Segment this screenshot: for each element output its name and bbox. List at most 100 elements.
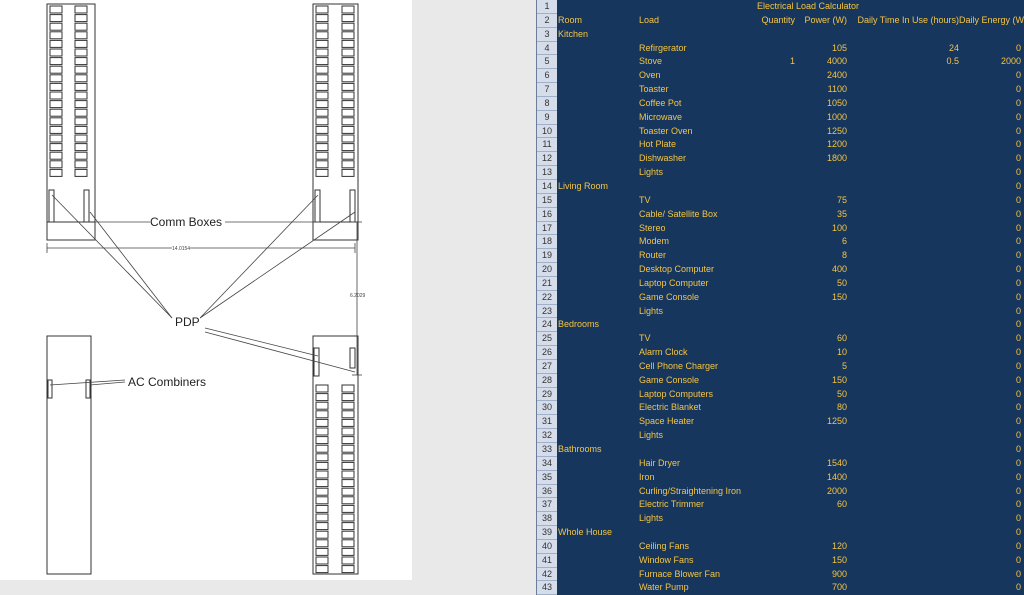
load-cell[interactable]: Space Heater	[639, 416, 695, 427]
energy-cell[interactable]: 0	[1015, 236, 1021, 247]
energy-cell[interactable]: 0	[1015, 194, 1021, 205]
energy-cell[interactable]: 0	[1015, 374, 1021, 385]
table-row[interactable]: Lights 0	[557, 429, 1024, 443]
energy-cell[interactable]: 0	[1015, 139, 1021, 150]
row-number[interactable]: 2	[537, 13, 557, 28]
energy-cell[interactable]: 0	[1015, 360, 1021, 371]
load-cell[interactable]: Lights	[639, 167, 664, 178]
table-row[interactable]: Space Heater 1250 0	[557, 415, 1024, 429]
row-number[interactable]: 27	[537, 359, 557, 374]
power-cell[interactable]: 1250	[826, 416, 847, 427]
load-cell[interactable]: Coffee Pot	[639, 97, 682, 108]
power-cell[interactable]: 1540	[826, 457, 847, 468]
load-cell[interactable]: Stove	[639, 56, 663, 67]
energy-cell[interactable]: 0	[1015, 264, 1021, 275]
power-cell[interactable]: 100	[831, 222, 847, 233]
load-cell[interactable]: Curling/Straightening Iron	[639, 485, 742, 496]
row-number[interactable]: 9	[537, 110, 557, 125]
energy-cell[interactable]: 0	[1015, 277, 1021, 288]
load-cell[interactable]: Alarm Clock	[639, 347, 688, 358]
row-number[interactable]: 39	[537, 526, 557, 540]
power-cell[interactable]: 1100	[827, 84, 847, 95]
column-header-room[interactable]: Room	[558, 14, 583, 25]
row-number[interactable]: 42	[537, 567, 557, 582]
load-cell[interactable]: Toaster Oven	[639, 125, 693, 136]
load-cell[interactable]: Game Console	[639, 291, 700, 302]
power-cell[interactable]: 120	[831, 540, 847, 551]
load-cell[interactable]: Lights	[639, 513, 664, 524]
row-number[interactable]: 13	[537, 166, 557, 180]
room-cell[interactable]: Living Room	[558, 180, 609, 191]
energy-cell[interactable]: 0	[1015, 70, 1021, 81]
energy-cell[interactable]: 0	[1015, 402, 1021, 413]
energy-cell[interactable]: 0	[1015, 319, 1021, 330]
row-number[interactable]: 24	[537, 318, 557, 333]
load-cell[interactable]: Toaster	[639, 84, 669, 95]
power-cell[interactable]: 700	[831, 582, 847, 593]
energy-cell[interactable]: 0	[1015, 84, 1021, 95]
table-row[interactable]: Bedrooms 0	[557, 318, 1024, 332]
power-cell[interactable]: 1000	[826, 111, 847, 122]
time-cell[interactable]: 24	[948, 42, 959, 53]
energy-cell[interactable]: 0	[1015, 540, 1021, 551]
load-cell[interactable]: Desktop Computer	[639, 264, 715, 275]
energy-cell[interactable]: 0	[1015, 582, 1021, 593]
row-number[interactable]: 6	[537, 69, 557, 84]
energy-cell[interactable]: 0	[1015, 333, 1021, 344]
row-number[interactable]: 10	[537, 124, 557, 139]
room-cell[interactable]: Bedrooms	[558, 319, 600, 330]
energy-cell[interactable]: 0	[1015, 527, 1021, 538]
room-cell[interactable]: Whole House	[558, 527, 613, 538]
row-number[interactable]: 31	[537, 415, 557, 430]
energy-cell[interactable]: 0	[1015, 305, 1021, 316]
row-number[interactable]: 17	[537, 221, 557, 236]
row-number[interactable]: 26	[537, 346, 557, 360]
load-cell[interactable]: Lights	[639, 430, 664, 441]
load-cell[interactable]: Game Console	[639, 374, 700, 385]
power-cell[interactable]: 80	[836, 402, 847, 413]
row-number[interactable]: 5	[537, 55, 557, 70]
column-header-energy[interactable]: Daily Energy (Wh)	[959, 14, 1024, 25]
load-cell[interactable]: Microwave	[639, 111, 683, 122]
energy-cell[interactable]: 0	[1015, 291, 1021, 302]
energy-cell[interactable]: 0	[1015, 554, 1021, 565]
energy-cell[interactable]: 0	[1015, 471, 1021, 482]
energy-cell[interactable]: 0	[1015, 250, 1021, 261]
row-number[interactable]: 8	[537, 96, 557, 111]
power-cell[interactable]: 1400	[826, 471, 847, 482]
load-cell[interactable]: Ceiling Fans	[639, 540, 690, 551]
energy-cell[interactable]: 0	[1015, 430, 1021, 441]
power-cell[interactable]: 60	[836, 499, 847, 510]
row-number[interactable]: 38	[537, 512, 557, 527]
energy-cell[interactable]: 0	[1015, 416, 1021, 427]
row-number[interactable]: 36	[537, 484, 557, 499]
row-number[interactable]: 30	[537, 401, 557, 416]
load-cell[interactable]: Cell Phone Charger	[639, 360, 719, 371]
row-number[interactable]: 3	[537, 27, 557, 42]
load-cell[interactable]: Furnace Blower Fan	[639, 568, 721, 579]
table-row[interactable]: Toaster 1100 0	[557, 83, 1024, 97]
time-cell[interactable]: 0.5	[946, 56, 959, 67]
power-cell[interactable]: 1800	[826, 153, 847, 164]
load-cell[interactable]: Router	[639, 250, 667, 261]
power-cell[interactable]: 1200	[826, 139, 847, 150]
load-cell[interactable]: Oven	[639, 70, 661, 81]
power-cell[interactable]: 50	[836, 277, 847, 288]
